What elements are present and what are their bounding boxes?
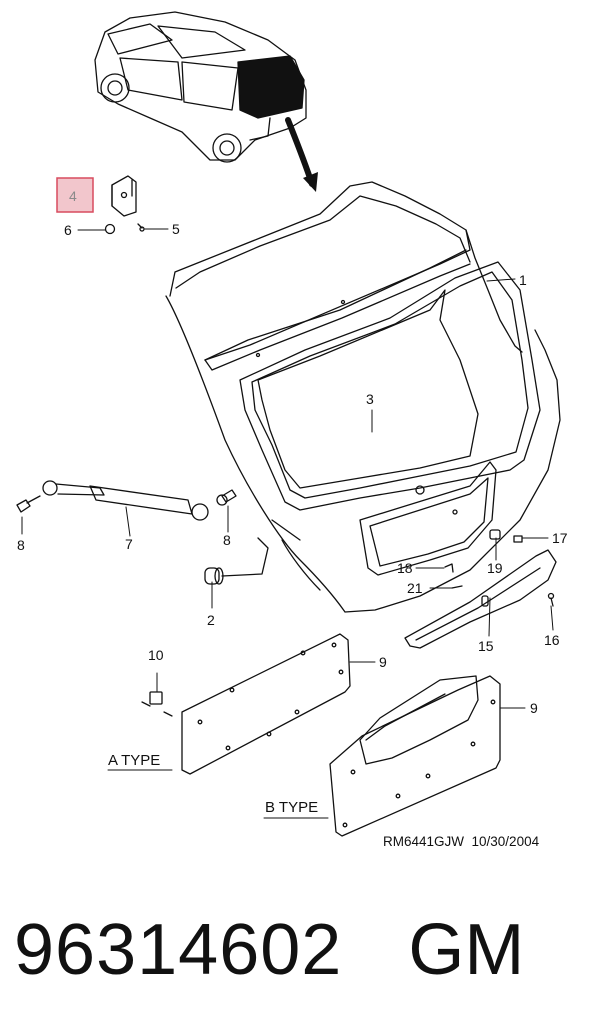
a-type-label: A TYPE: [108, 752, 160, 769]
callout-18: 18: [397, 560, 413, 576]
b-type-label: B TYPE: [265, 799, 318, 816]
callout-5: 5: [172, 221, 180, 237]
tailgate-door: [165, 181, 561, 613]
callout-8-right: 8: [223, 532, 231, 548]
callout-9-a: 9: [379, 654, 387, 670]
part-number: 96314602: [14, 910, 343, 990]
hinge-bracket: [104, 175, 145, 235]
callout-17: 17: [552, 530, 568, 546]
callout-9-b: 9: [530, 700, 538, 716]
callout-16: 16: [544, 632, 560, 648]
diagram-reference: RM6441GJW 10/30/2004: [383, 834, 540, 849]
brand-label: GM: [408, 910, 525, 990]
rubber-stopper: [204, 537, 269, 585]
car-illustration: [94, 11, 307, 163]
callout-1: 1: [519, 272, 527, 288]
callout-2: 2: [207, 612, 215, 628]
garnish-trim: [404, 549, 557, 649]
callout-15: 15: [478, 638, 494, 654]
callout-8-left: 8: [17, 537, 25, 553]
trim-panel-b-type: [329, 675, 501, 837]
callout-10: 10: [148, 647, 164, 663]
footer: 96314602 GM: [14, 905, 594, 995]
callout-21: 21: [407, 580, 423, 596]
tailgate-parts-diagram: 4 1 3 6 5 8 7 8 2 18 19 17 21 15 16 10 9…: [16, 11, 568, 849]
callout-3: 3: [366, 391, 374, 407]
callout-6: 6: [64, 222, 72, 238]
gas-strut: [16, 480, 237, 521]
callout-7: 7: [125, 536, 133, 552]
callout-4: 4: [69, 188, 77, 204]
highlight-box: [56, 177, 94, 213]
callout-19: 19: [487, 560, 503, 576]
trim-panel-a-type: [141, 633, 351, 775]
